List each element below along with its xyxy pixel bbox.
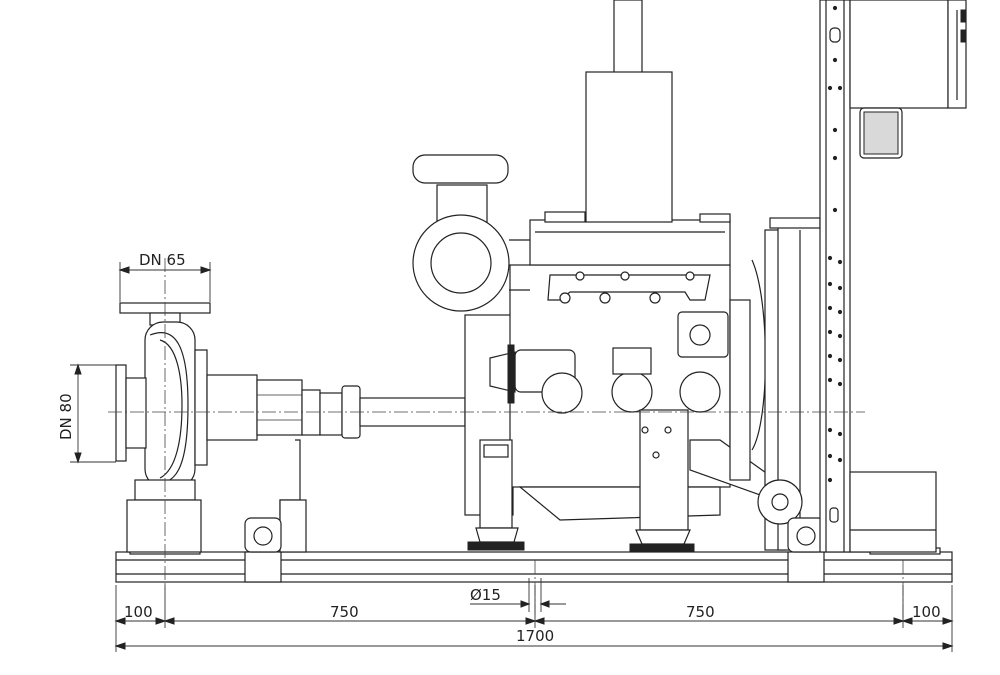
dim-total-length: 1700 — [516, 627, 554, 645]
dimension-lines — [70, 262, 954, 652]
hole-diameter-label: Ø15 — [470, 586, 501, 604]
dim-right-offset: 100 — [912, 603, 941, 621]
dim-left-offset: 100 — [124, 603, 153, 621]
radiator — [729, 217, 825, 553]
suction-size-label: DN 65 — [139, 251, 186, 269]
discharge-size-label: DN 80 — [57, 393, 75, 440]
control-panel — [819, 0, 967, 553]
dim-left-span: 750 — [330, 603, 359, 621]
diesel-engine — [412, 0, 791, 553]
base-frame — [115, 547, 953, 583]
dim-right-span: 750 — [686, 603, 715, 621]
centrifugal-pump — [115, 302, 321, 553]
